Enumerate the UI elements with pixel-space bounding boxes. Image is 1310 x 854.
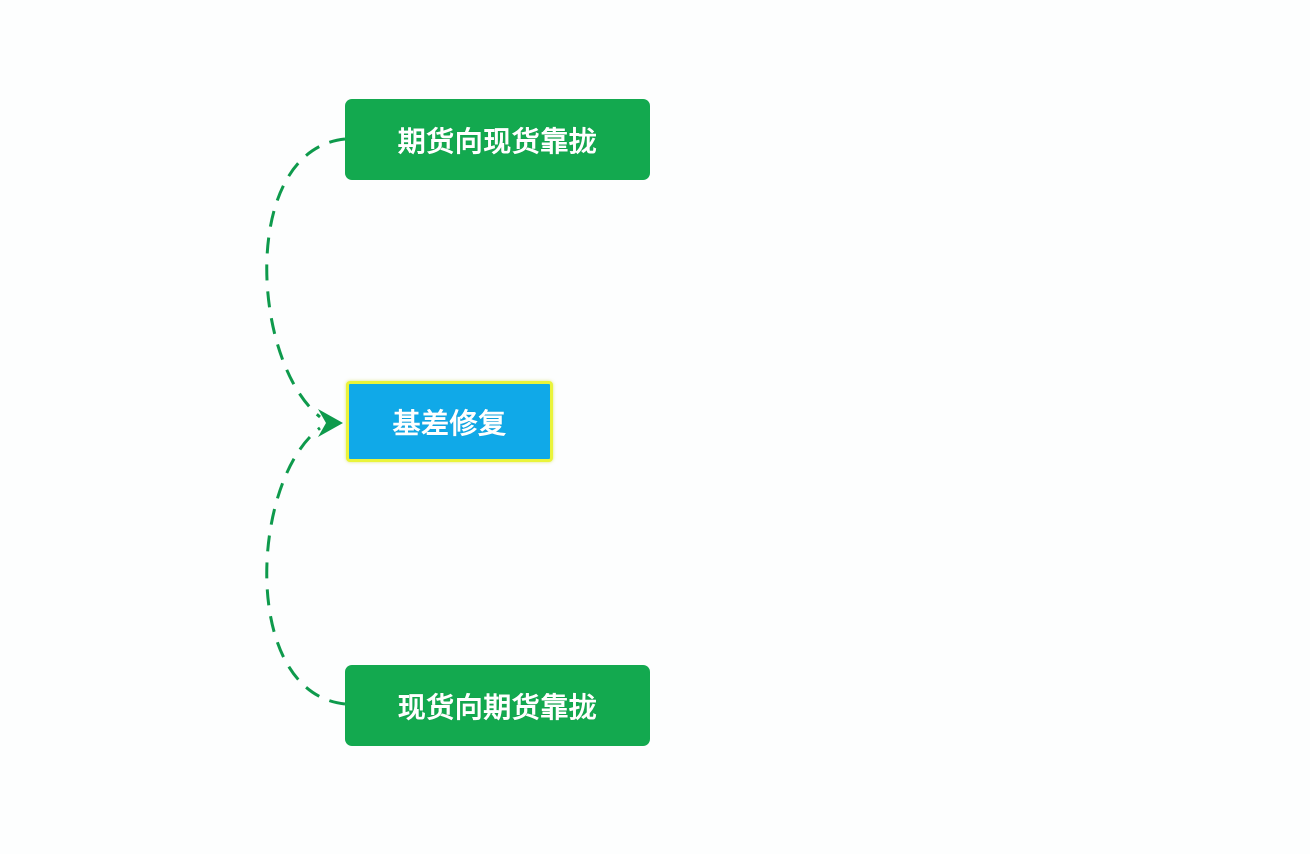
node-futures-converge-to-spot[interactable]: 期货向现货靠拢 — [345, 99, 650, 180]
connector-top-to-center — [265, 137, 346, 419]
connector-bottom-to-center — [265, 426, 346, 706]
node-label: 期货向现货靠拢 — [397, 124, 598, 158]
arrowhead-icon — [318, 409, 343, 437]
node-basis-repair[interactable]: 基差修复 — [346, 381, 553, 462]
node-label: 现货向期货靠拢 — [397, 690, 598, 724]
node-spot-converge-to-futures[interactable]: 现货向期货靠拢 — [345, 665, 650, 746]
node-label: 基差修复 — [392, 406, 507, 440]
